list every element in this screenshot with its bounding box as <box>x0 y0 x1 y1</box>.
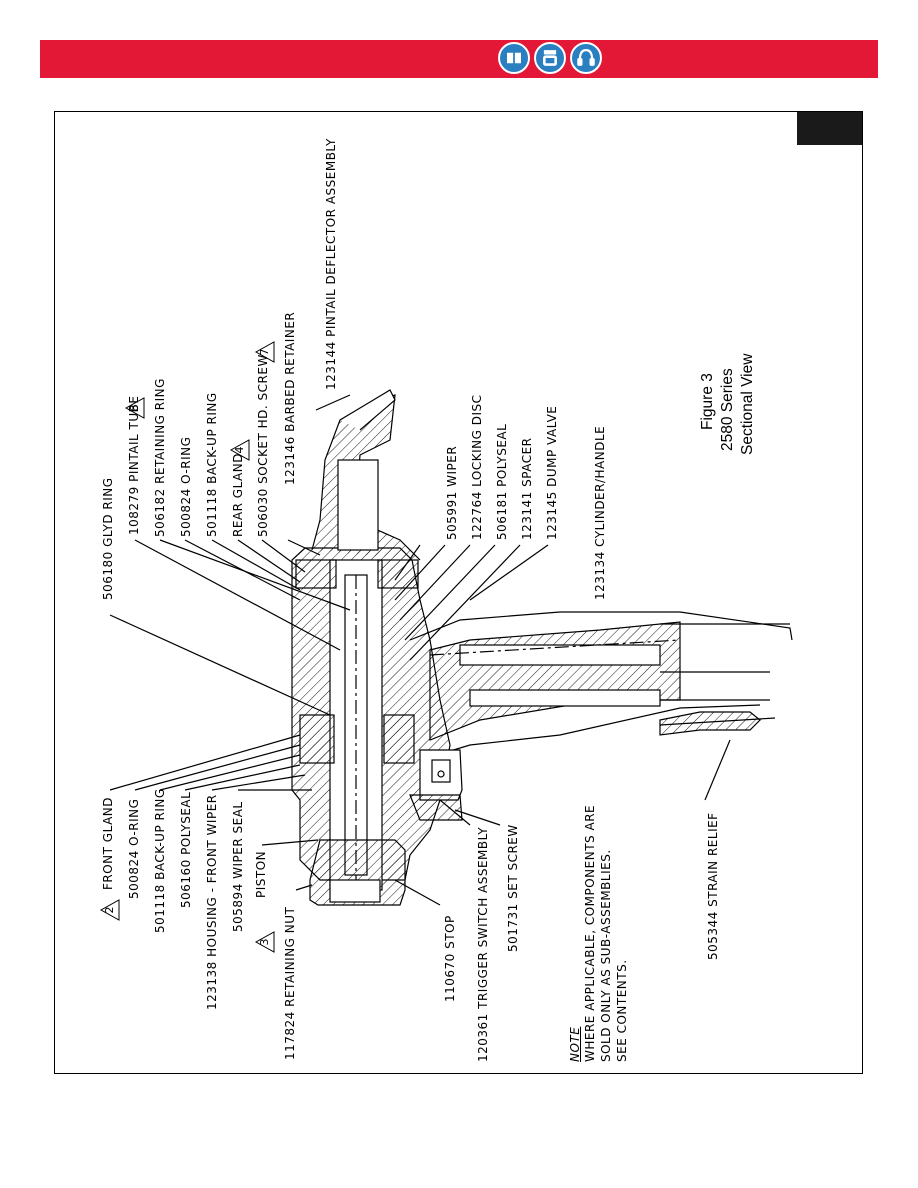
label-spacer: 123141 SPACER <box>520 437 534 540</box>
face-shield-icon <box>534 42 566 74</box>
label-strain-relief: 505344 STRAIN RELIEF <box>706 812 720 960</box>
note-title: NOTE <box>568 1026 582 1062</box>
label-cylinder-handle: 123134 CYLINDER/HANDLE <box>593 425 607 600</box>
label-o-ring-front: 500824 O-RING <box>127 798 141 899</box>
label-piston: PISTON <box>254 850 268 898</box>
marker-rear-gland: 4 <box>229 439 250 461</box>
read-manual-icon <box>498 42 530 74</box>
strain-relief <box>659 711 761 736</box>
label-wiper-seal: 505894 WIPER SEAL <box>231 801 245 932</box>
label-o-ring-rear: 500824 O-RING <box>179 436 193 537</box>
label-trigger-switch: 120361 TRIGGER SWITCH ASSEMBLY <box>476 826 490 1062</box>
label-set-screw: 501731 SET SCREW <box>506 824 520 952</box>
front-gland <box>299 714 335 764</box>
note-line-2: SOLD ONLY AS SUB-ASSEMBLIES. <box>599 849 613 1062</box>
label-stop: 110670 STOP <box>443 915 457 1002</box>
label-socket-screw: 506030 SOCKET HD. SCREW <box>256 354 270 537</box>
label-polyseal-front: 506160 POLYSEAL <box>179 791 193 908</box>
header-banner <box>40 40 878 78</box>
note-line-3: SEE CONTENTS. <box>615 959 629 1062</box>
marker-pintail-tube: 8 <box>124 397 145 419</box>
figure-caption-3: Sectional View <box>739 353 756 455</box>
page-tab <box>797 112 862 145</box>
label-backup-ring-front: 501118 BACK-UP RING <box>153 788 167 933</box>
marker-piston: 3 <box>254 931 275 953</box>
label-rear-gland: REAR GLAND <box>231 453 245 537</box>
figure-frame <box>54 111 863 1074</box>
figure-caption-2: 2580 Series <box>719 368 736 451</box>
label-housing: 123138 HOUSING - FRONT WIPER <box>205 794 219 1010</box>
label-backup-ring-rear: 501118 BACK-UP RING <box>205 392 219 537</box>
label-barbed-retainer: 123146 BARBED RETAINER <box>283 311 297 485</box>
marker-socket-screw: 7 <box>254 341 275 363</box>
figure-caption-1: Figure 3 <box>699 373 716 430</box>
note-line-1: WHERE APPLICABLE, COMPONENTS ARE <box>583 804 597 1062</box>
label-glyd-ring: 506180 GLYD RING <box>101 477 115 600</box>
label-wiper: 505991 WIPER <box>445 445 459 540</box>
label-retaining-nut: 117824 RETAINING NUT <box>283 906 297 1060</box>
label-front-gland: FRONT GLAND <box>101 797 115 890</box>
label-locking-disc: 122764 LOCKING DISC <box>470 394 484 540</box>
label-dump-valve: 123145 DUMP VALVE <box>545 405 559 540</box>
label-retaining-ring: 506182 RETAINING RING <box>153 378 167 537</box>
label-deflector: 123144 PINTAIL DEFLECTOR ASSEMBLY <box>324 138 338 390</box>
label-polyseal-rear: 506181 POLYSEAL <box>495 423 509 540</box>
ear-protection-icon <box>570 42 602 74</box>
rear-gland <box>295 559 337 589</box>
marker-front-gland: 2 <box>99 899 120 921</box>
